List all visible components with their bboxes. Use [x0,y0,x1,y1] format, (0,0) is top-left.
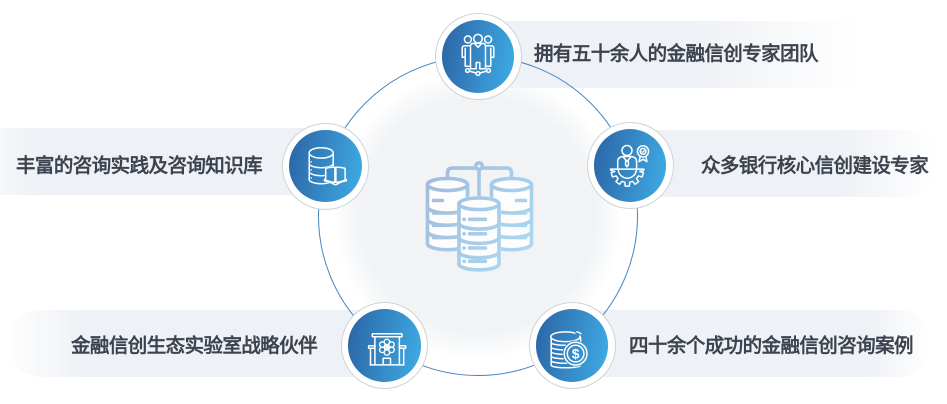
svg-text:$: $ [572,346,580,362]
